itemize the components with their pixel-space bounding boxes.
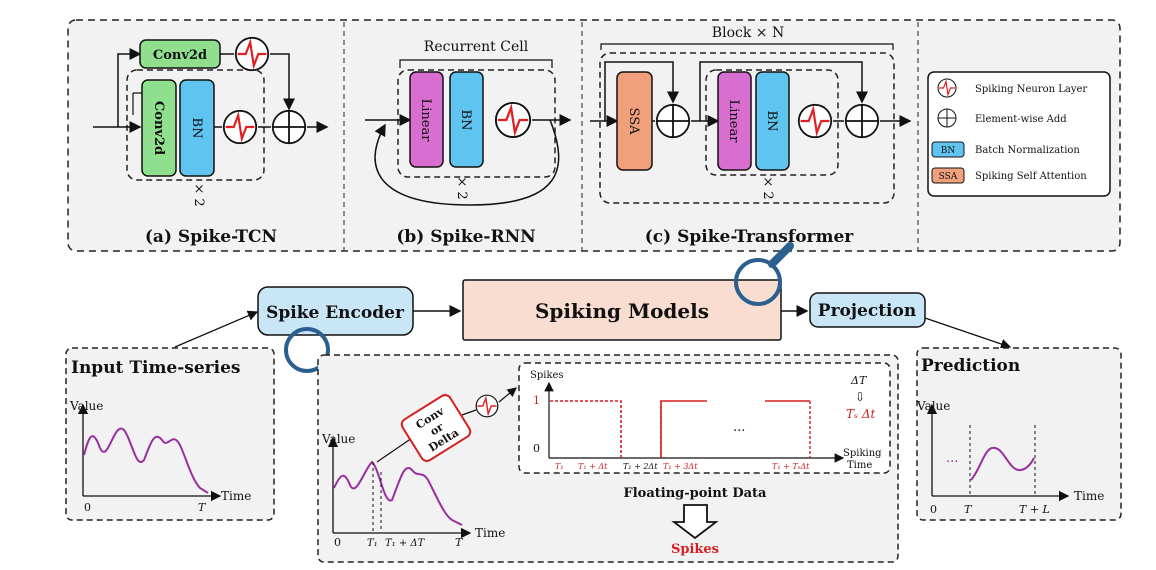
linear-label: Linear	[726, 100, 741, 144]
legend-ssa-tag: SSA	[939, 172, 958, 182]
spiking-models-box	[462, 279, 782, 341]
prediction-t: T	[964, 503, 973, 516]
down-arrow-icon	[671, 504, 719, 540]
element-add-icon	[937, 108, 957, 128]
spiking-neuron-icon	[937, 78, 957, 98]
tick-t1-dt: T₁ + Δt	[578, 462, 608, 471]
floating-point-label: Floating-point Data	[624, 486, 768, 501]
tick-t1: T₁	[555, 462, 564, 471]
repeat-label: × 2	[191, 183, 206, 206]
spikes-output-label: Spikes	[671, 542, 719, 557]
linear-block	[717, 71, 752, 171]
spike-tcn-diagram: Conv2d Conv2d BN × 2 (a) Spike-TCN	[93, 36, 329, 247]
prediction-tl: T + L	[1019, 503, 1050, 516]
prediction-panel: Prediction Value ... Time 0 T T + L	[916, 347, 1122, 521]
spike-transformer-caption: (c) Spike-Transformer	[645, 227, 855, 247]
bn-block	[755, 71, 790, 171]
spiking-neuron-icon	[797, 103, 833, 139]
legend-bn-tag: BN	[941, 146, 956, 156]
input-x-label: Time	[221, 489, 251, 503]
spiking-neuron-icon	[234, 36, 270, 72]
input-time-series-panel: Input Time-series Value Time 0 T	[65, 347, 275, 521]
spike-transformer-diagram: Block × N SSA Linear BN × 2 (c) Spike-Tr…	[590, 25, 912, 247]
projection-box	[809, 292, 926, 328]
spike-zero-label: 0	[533, 442, 540, 455]
repeat-label: × 2	[760, 176, 775, 199]
or-label: or	[428, 420, 446, 438]
tick-t1-3dt: T₁ + 3Δt	[663, 462, 698, 471]
conv2d-block	[141, 79, 177, 177]
input-y-label: Value	[69, 399, 103, 413]
tick-t1-tsdt: T₁ + TₛΔt	[772, 462, 810, 471]
encoder-origin: 0	[334, 536, 341, 549]
prediction-y-label: Value	[916, 399, 950, 413]
prediction-curve	[970, 446, 1035, 481]
input-origin: 0	[84, 501, 91, 514]
spike-tcn-caption: (a) Spike-TCN	[145, 227, 277, 247]
recurrent-cell-title: Recurrent Cell	[424, 39, 529, 55]
encoder-x-label: Time	[475, 526, 505, 540]
legend-bn-label: Batch Normalization	[975, 145, 1080, 156]
encoder-end: T	[455, 536, 464, 549]
linear-block	[409, 71, 444, 168]
conv2d-top-label: Conv2d	[153, 48, 207, 63]
element-add-icon	[655, 103, 691, 139]
bn-label: BN	[189, 118, 204, 139]
ssa-label: SSA	[626, 108, 641, 136]
bn-block	[179, 79, 215, 177]
prediction-title: Prediction	[921, 356, 1020, 376]
encoder-t1: T₁	[367, 538, 378, 549]
encoder-y-label: Value	[321, 432, 355, 446]
spiking-neuron-icon	[494, 101, 532, 139]
spike-ellipsis: ...	[733, 420, 745, 435]
delta-t-label: ΔT	[850, 374, 868, 387]
conv2d-label: Conv2d	[151, 101, 166, 155]
projection-label: Projection	[818, 301, 916, 321]
legend-ssa-label: Spiking Self Attention	[975, 171, 1087, 182]
bn-label: BN	[764, 111, 779, 132]
magnifier-icon	[734, 242, 794, 306]
spiking-neuron-icon	[475, 394, 499, 418]
encoder-detail-panel: Value Time 0 T₁ T₁ + ΔT T Conv or Delta …	[317, 354, 899, 563]
tick-t1-2dt: T₁ + 2Δt	[623, 462, 658, 471]
spiking-neuron-icon	[222, 109, 258, 145]
legend-element-add: Element-wise Add	[975, 114, 1067, 125]
encoder-t1-dt: T₁ + ΔT	[385, 538, 426, 549]
legend-spiking-neuron: Spiking Neuron Layer	[975, 84, 1087, 95]
spike-rnn-caption: (b) Spike-RNN	[396, 227, 535, 247]
spike-one-label: 1	[533, 394, 540, 407]
element-add-icon	[844, 103, 880, 139]
ts-dt-label: Tₛ Δt	[846, 407, 876, 421]
bn-block	[449, 71, 484, 168]
repeat-label: × 2	[454, 176, 469, 199]
encoder-curve	[333, 460, 463, 526]
spiking-time-2: Time	[847, 460, 872, 471]
conv-delta-box: Conv or Delta	[400, 394, 472, 462]
legend: Spiking Neuron Layer Element-wise Add BN…	[927, 71, 1111, 197]
spike-encoder-label: Spike Encoder	[266, 303, 405, 323]
linear-label: Linear	[418, 99, 433, 143]
down-arrow-icon: ⇩	[855, 390, 865, 404]
spikes-axis-label: Spikes	[530, 370, 564, 381]
architecture-panel	[67, 19, 1121, 252]
spike-rnn-diagram: Recurrent Cell Linear BN × 2 (b) Spike-R…	[365, 39, 572, 247]
input-title: Input Time-series	[71, 358, 241, 378]
bn-label: BN	[458, 110, 473, 131]
prediction-origin: 0	[930, 503, 937, 516]
prediction-x-label: Time	[1074, 489, 1104, 503]
spiking-models-label: Spiking Models	[535, 299, 709, 323]
spiking-time-1: Spiking	[843, 448, 882, 459]
input-curve	[83, 427, 209, 494]
input-end: T	[198, 501, 207, 514]
spike-pulse	[550, 400, 622, 458]
prediction-dots: ...	[946, 451, 958, 466]
block-title: Block × N	[712, 25, 784, 41]
element-add-icon	[271, 109, 307, 145]
